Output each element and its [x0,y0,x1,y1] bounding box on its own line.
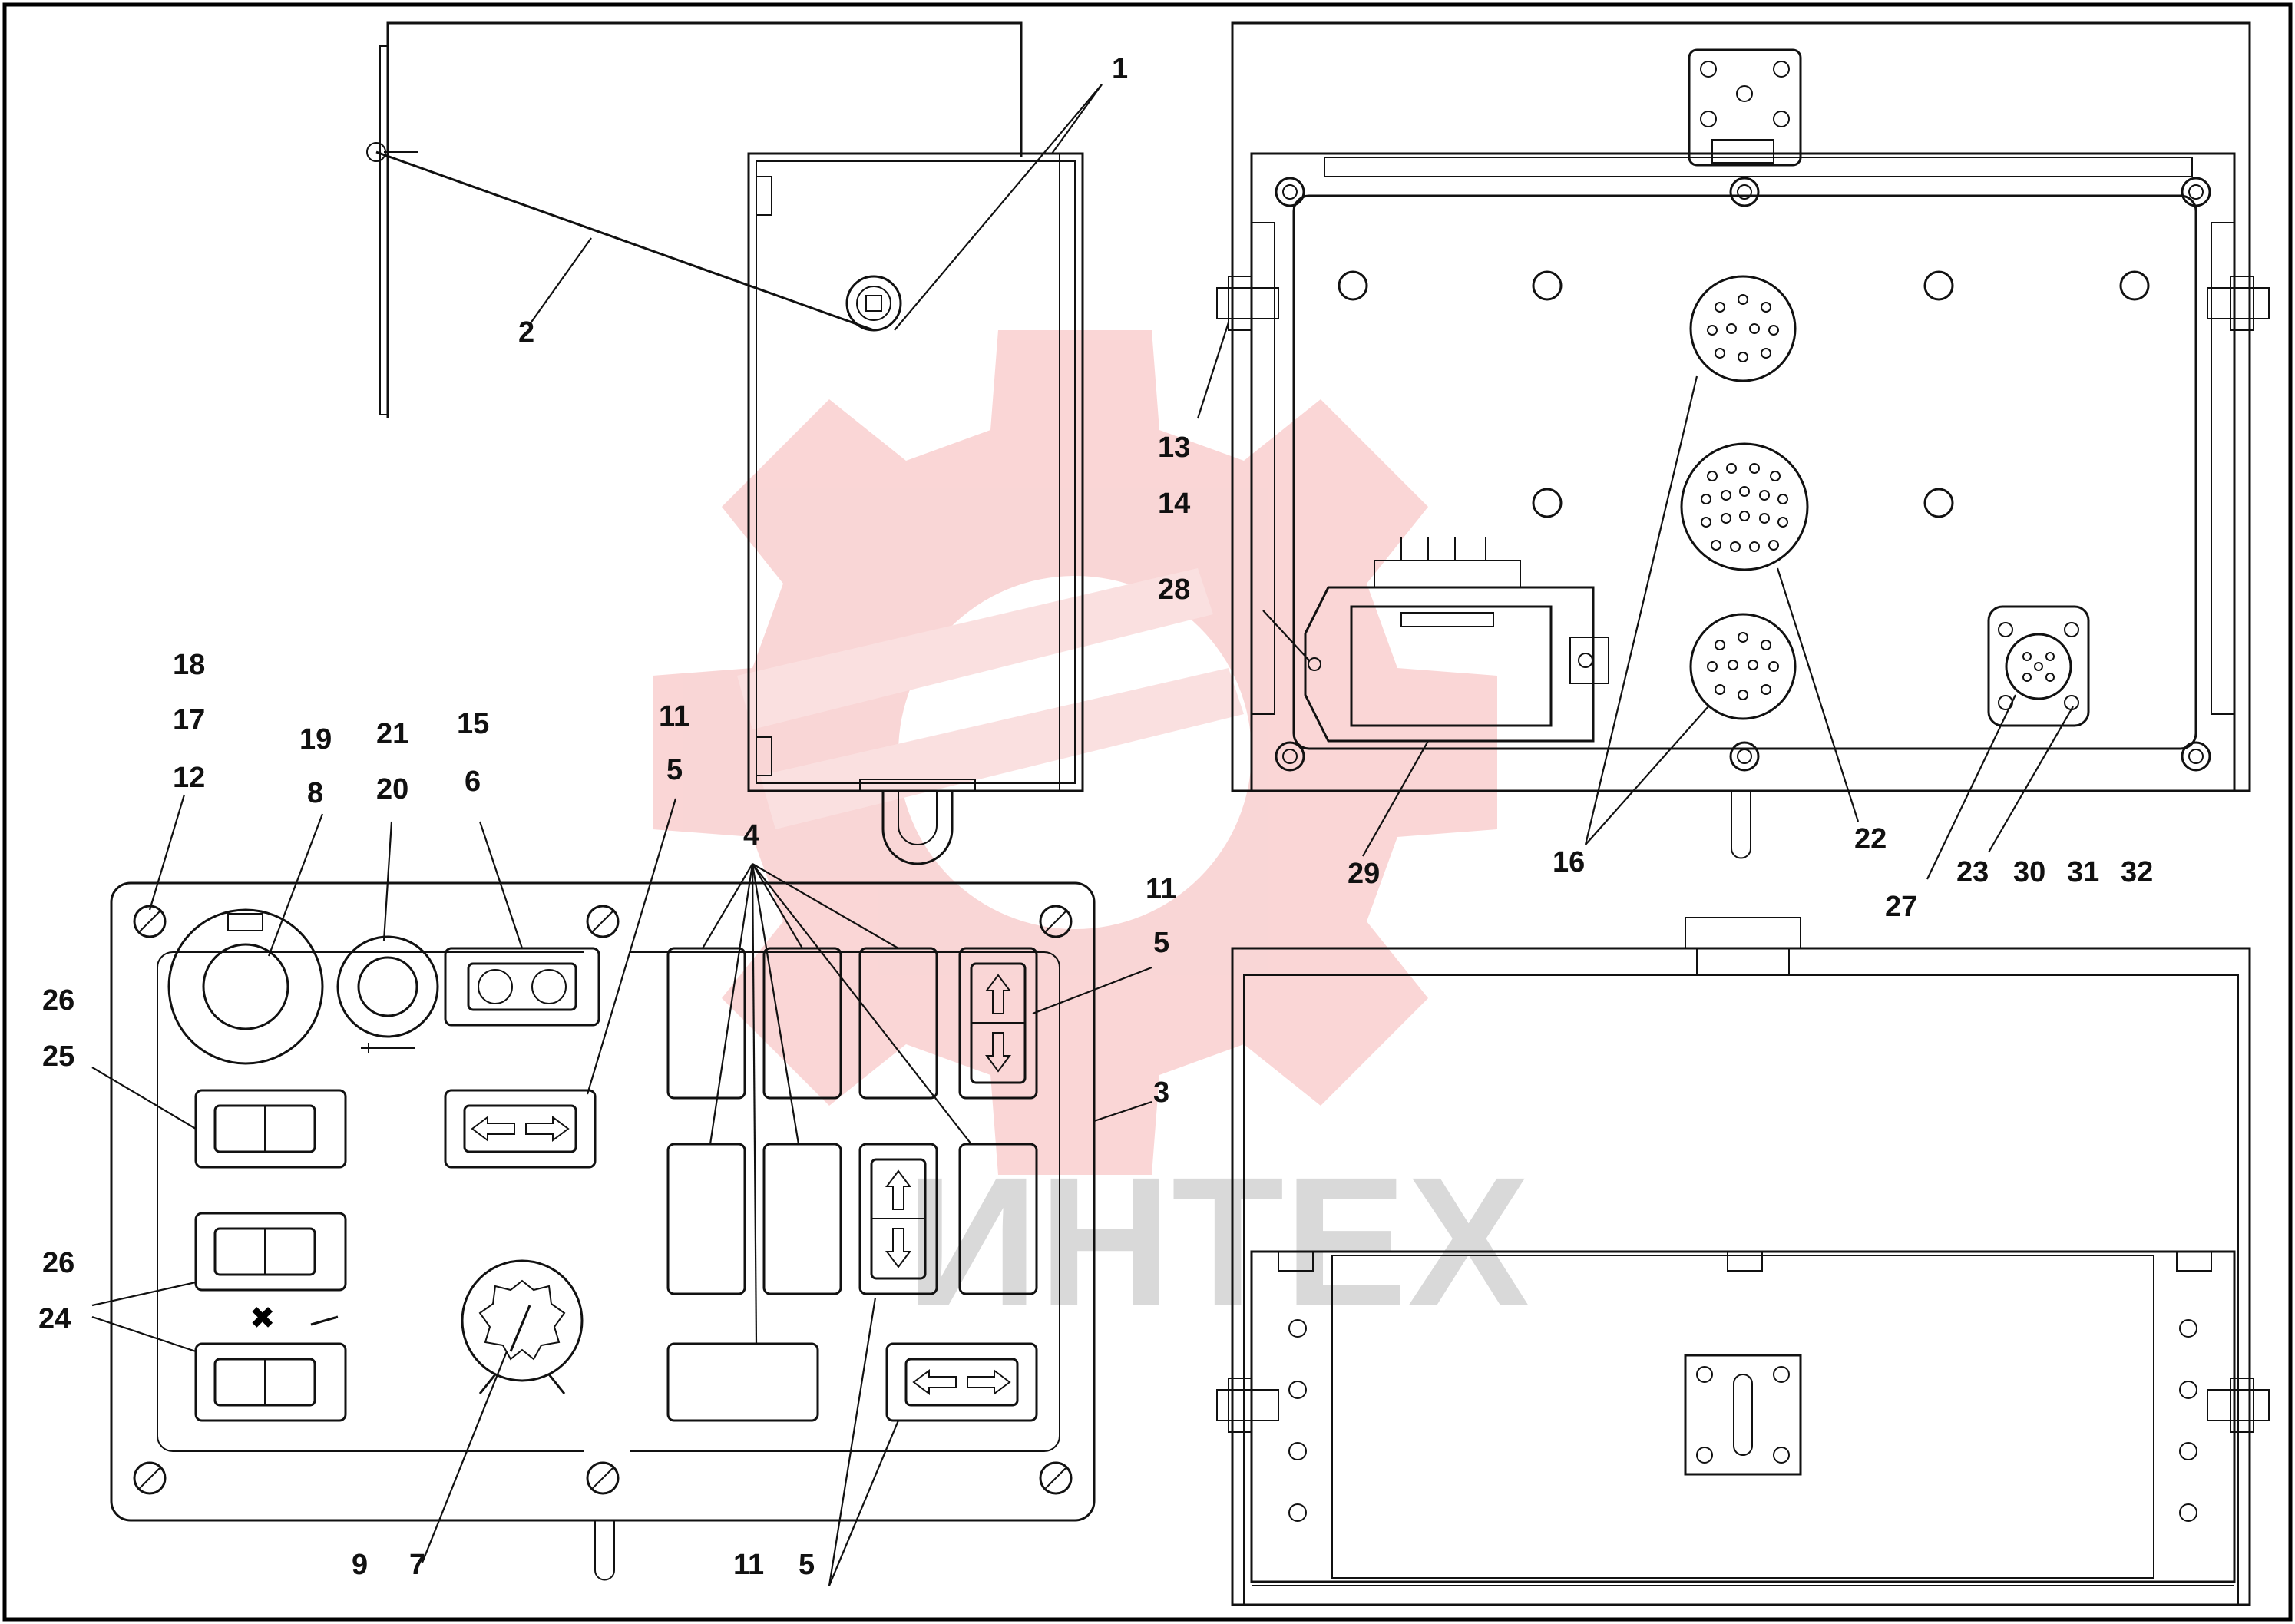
indicator-switch-6[interactable] [444,947,600,1027]
callout-6: 6 [465,766,481,798]
callout-3: 3 [1153,1077,1169,1109]
callout-7: 7 [409,1549,425,1581]
callout-27: 27 [1885,891,1917,923]
callout-25: 25 [42,1040,74,1073]
callout-13: 13 [1158,432,1190,464]
rocker-switch-24[interactable] [194,1342,347,1422]
callout-20: 20 [376,773,408,805]
callout-30: 30 [2013,856,2045,888]
callout-14: 14 [1158,488,1190,520]
callout-32: 32 [2121,856,2153,888]
heater-icon [310,1315,339,1326]
callout-4: 4 [743,819,759,852]
lr-switch-lower[interactable] [885,1342,1038,1422]
bottom-view [1216,917,2270,1606]
rocker-switch-26[interactable] [194,1212,347,1292]
fan-icon: ✖ [250,1301,276,1336]
callout-22: 22 [1854,823,1887,855]
rear-panel-view [1216,21,2270,859]
callout-11-right: 11 [1146,873,1176,905]
lr-switch-upper[interactable] [444,1089,597,1169]
updown-switch-lower[interactable] [858,1143,938,1295]
callout-17: 17 [173,704,205,736]
callout-1: 1 [1112,53,1128,85]
callout-5-right: 5 [1153,927,1169,959]
callout-15: 15 [457,708,489,740]
leader-lines [91,84,2074,1586]
callout-21: 21 [376,718,408,750]
callout-28: 28 [1158,574,1190,606]
callout-9: 9 [352,1549,368,1581]
callout-18: 18 [173,649,205,681]
heater-knob-7[interactable] [461,1259,584,1394]
callout-26-lower: 26 [42,1247,74,1279]
callout-26-upper: 26 [42,984,74,1017]
blank-plugs [666,947,1038,1422]
callout-12: 12 [173,762,205,794]
door-side-view [366,21,1084,865]
callout-5-upper: 5 [666,754,683,786]
callout-16: 16 [1553,846,1585,878]
callout-31: 31 [2067,856,2099,888]
callout-24: 24 [38,1303,71,1335]
front-control-panel: ✖ [110,881,1096,1581]
callout-19: 19 [299,723,332,756]
callout-8: 8 [307,777,323,809]
callout-11-bottom: 11 [733,1549,764,1581]
callout-2: 2 [518,316,534,349]
updown-switch-upper[interactable] [958,947,1038,1100]
watermark-text: ИНТЕХ [906,1139,1530,1345]
callout-29: 29 [1348,858,1380,890]
callout-23: 23 [1956,856,1989,888]
callout-11-upper: 11 [659,700,689,733]
rocker-switch-25[interactable] [194,1089,347,1169]
callout-5-bottom: 5 [799,1549,815,1581]
